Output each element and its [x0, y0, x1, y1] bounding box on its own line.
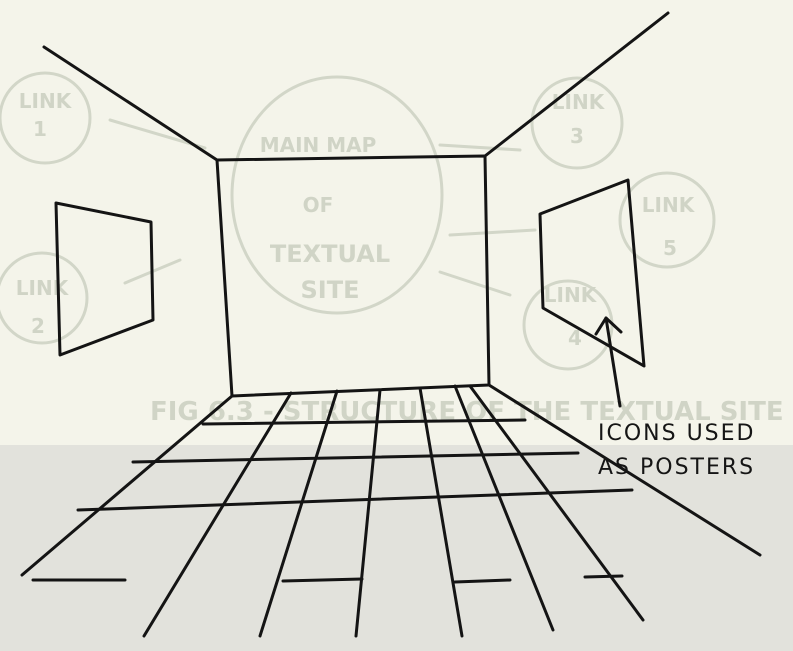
- ghost-label-link-3-b: 3: [570, 124, 584, 148]
- ghost-label-textual-a: TEXTUAL: [270, 240, 390, 268]
- ghost-label-main-a: MAIN MAP: [260, 133, 377, 157]
- floor-row-line: [201, 418, 527, 426]
- ghost-label-textual-b: SITE: [301, 276, 360, 304]
- ghost-label-link-5-a: LINK: [642, 193, 696, 217]
- paper-upper: [0, 0, 793, 445]
- ghost-label-link-3-a: LINK: [552, 90, 606, 114]
- floor-column-line: [142, 391, 293, 638]
- left-ceiling-edge: [42, 45, 219, 162]
- right-wall-poster: [538, 178, 646, 368]
- floor-column-line: [258, 389, 339, 638]
- floor-row-line: [131, 451, 580, 464]
- ghost-label-link-1-b: 1: [33, 117, 47, 141]
- ghost-bubble-link-1: [0, 71, 92, 165]
- floor-grid: [20, 383, 762, 638]
- ghost-label-link-4-b: 4: [568, 326, 582, 350]
- floor-column-line: [468, 384, 645, 622]
- annotation-arrowhead: [594, 316, 623, 336]
- ghost-label-link-4-a: LINK: [544, 283, 598, 307]
- floor-row-line: [453, 578, 512, 584]
- left-wall-poster: [54, 201, 155, 357]
- ghost-label-main-b: OF: [303, 193, 334, 217]
- annotation-arrow-shaft: [604, 316, 622, 408]
- annotation-line-1: ICONS USED: [598, 421, 756, 446]
- floor-column-line: [354, 388, 382, 638]
- annotation-line-2: AS POSTERS: [598, 455, 755, 480]
- ghost-label-link-5-b: 5: [663, 236, 677, 260]
- ghost-bubble-link-5: [618, 171, 716, 269]
- floor-left-edge: [20, 394, 234, 577]
- ghost-label-link-2-b: 2: [31, 314, 45, 338]
- floor-row-line: [583, 574, 624, 579]
- ghost-bubble-link-2: [0, 251, 89, 345]
- floor-row-line: [76, 488, 634, 512]
- floor-row-line: [281, 577, 364, 583]
- ghost-label-link-2-a: LINK: [16, 276, 70, 300]
- floor-column-line: [453, 384, 555, 632]
- right-ceiling-edge: [483, 11, 670, 158]
- ghost-bubble-main: [230, 75, 444, 315]
- ghost-bubble-link-3: [530, 76, 624, 170]
- ghost-label-link-1-a: LINK: [19, 89, 73, 113]
- floor-right-edge: [487, 383, 762, 557]
- floor-column-line: [418, 386, 464, 638]
